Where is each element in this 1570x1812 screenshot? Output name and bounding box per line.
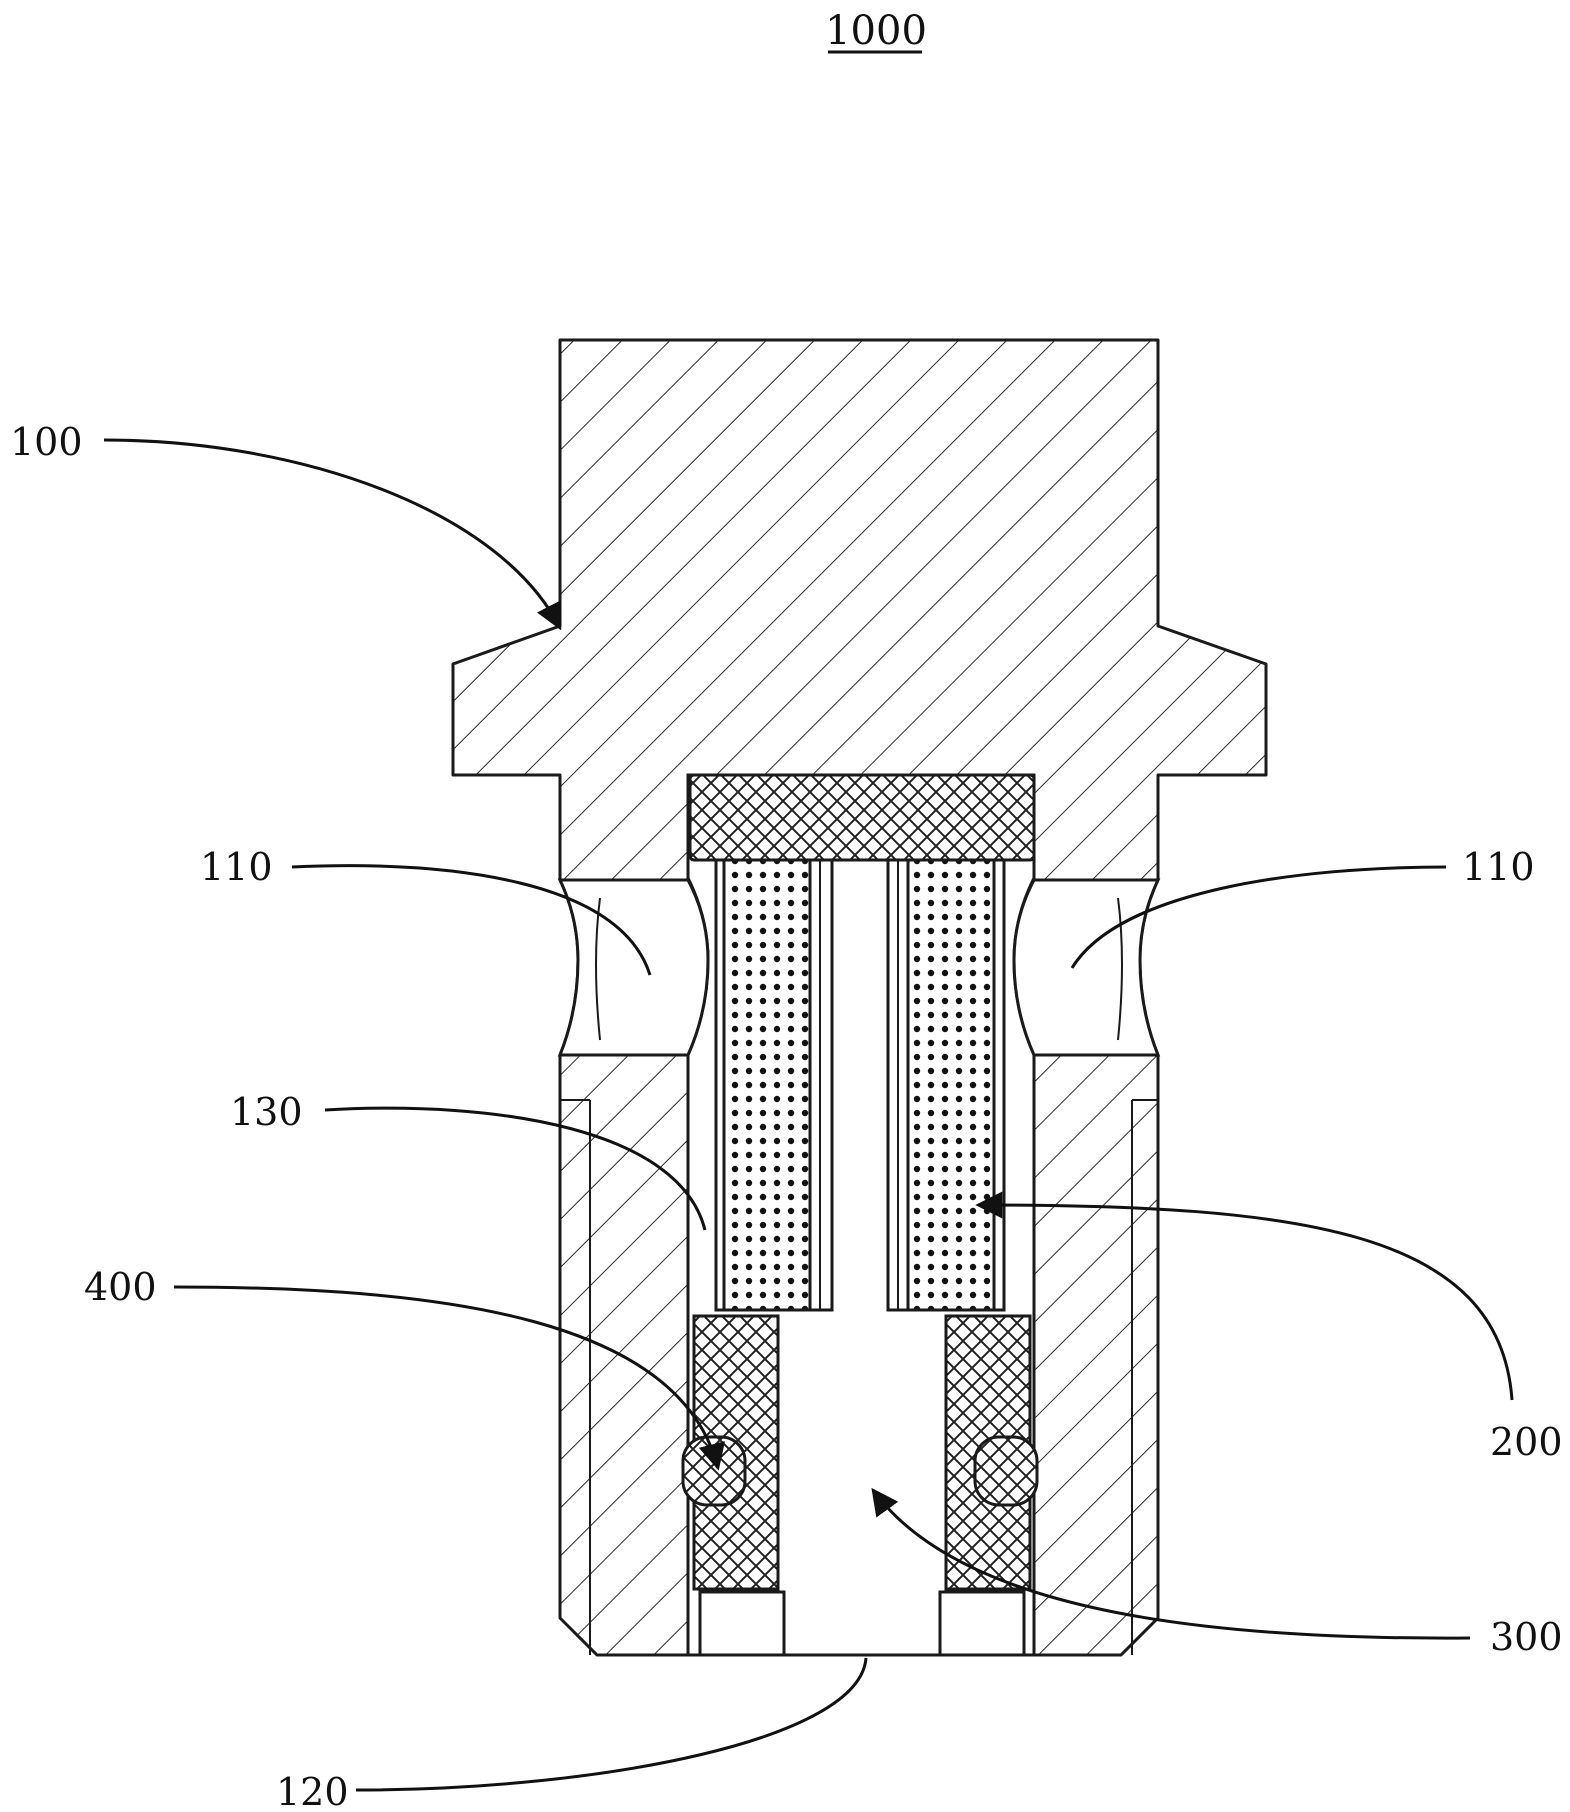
top-cap [688,773,1036,862]
leader-120 [355,1657,868,1792]
side-channel-right [1012,878,1161,1057]
label-110-right: 110 [1462,845,1535,889]
label-200: 200 [1490,1420,1563,1464]
seal-ring-left [681,1435,747,1507]
label-130: 130 [230,1090,303,1134]
leader-130 [324,1106,707,1231]
label-120: 120 [276,1770,349,1812]
seal-ring-right [973,1435,1039,1507]
label-400: 400 [84,1265,157,1309]
leader-400 [173,1285,725,1471]
leader-200 [975,1191,1514,1401]
figure-title: 1000 [825,8,927,54]
filter-element-right [906,858,996,1312]
side-channel-right-inner-arc [1117,897,1123,1041]
leader-100 [103,438,562,631]
bottom-insert-right [938,1590,1026,1657]
leader-300 [871,1487,1471,1640]
label-100: 100 [10,420,83,464]
label-300: 300 [1490,1615,1563,1659]
label-110-left: 110 [200,845,273,889]
leader-110-right [1070,865,1447,969]
filter-element-left [722,858,812,1312]
leader-110-left [291,864,652,976]
bottom-insert-left [698,1590,786,1657]
